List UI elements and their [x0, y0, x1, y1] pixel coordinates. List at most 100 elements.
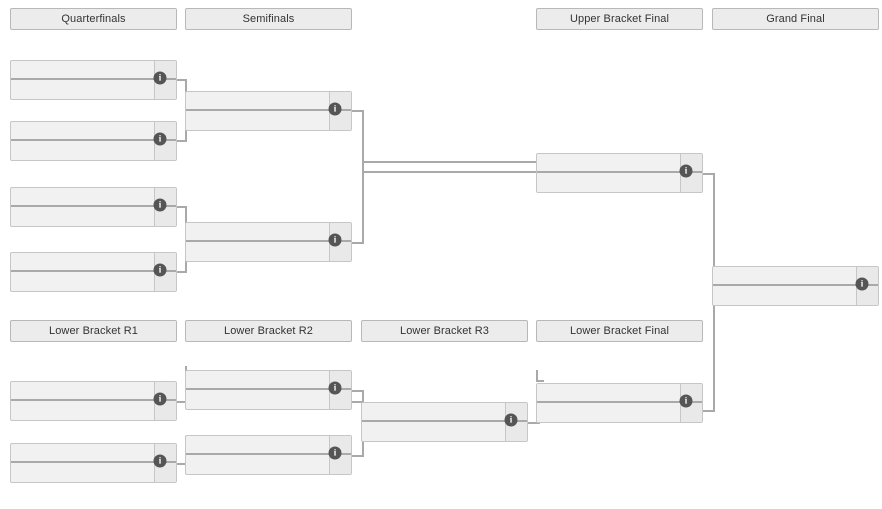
- match-row-top[interactable]: i: [186, 371, 351, 395]
- connector-lr2b-out: [352, 455, 364, 457]
- info-icon[interactable]: i: [855, 277, 869, 291]
- match-upper-sf-2[interactable]: i: [185, 222, 352, 262]
- connector-sf1-drop: [362, 110, 364, 173]
- match-row-bottom[interactable]: [713, 286, 878, 305]
- connector-lr3-out: [528, 422, 540, 424]
- round-header-label: Semifinals: [242, 13, 295, 25]
- match-row-top[interactable]: i: [537, 154, 702, 178]
- match-lower-r2-2[interactable]: i: [185, 435, 352, 475]
- competitor-score: [329, 390, 351, 409]
- match-row-bottom[interactable]: [186, 242, 351, 261]
- competitor-score: [680, 173, 702, 192]
- competitor-score: [154, 207, 176, 226]
- round-header-label: Lower Bracket R2: [223, 325, 314, 337]
- info-icon[interactable]: i: [504, 413, 518, 427]
- competitor-score: [856, 286, 878, 305]
- competitor-score: [680, 403, 702, 422]
- match-row-bottom[interactable]: [11, 207, 176, 226]
- round-header-lower-bracket-r1[interactable]: Lower Bracket R1: [10, 320, 177, 342]
- info-icon[interactable]: i: [153, 454, 167, 468]
- match-row-bottom[interactable]: [11, 80, 176, 99]
- match-row-top[interactable]: i: [11, 188, 176, 212]
- match-row-top[interactable]: i: [186, 436, 351, 460]
- round-header-grand-final[interactable]: Grand Final: [712, 8, 879, 30]
- match-row-top[interactable]: i: [11, 122, 176, 146]
- info-icon[interactable]: i: [153, 263, 167, 277]
- match-row-top[interactable]: i: [11, 253, 176, 277]
- round-header-lower-bracket-final[interactable]: Lower Bracket Final: [536, 320, 703, 342]
- connector-lbf-feed-in: [536, 380, 544, 382]
- info-icon[interactable]: i: [153, 198, 167, 212]
- match-row-bottom[interactable]: [362, 422, 527, 441]
- match-grand-final[interactable]: i: [712, 266, 879, 306]
- match-row-top[interactable]: i: [186, 92, 351, 116]
- match-upper-sf-1[interactable]: i: [185, 91, 352, 131]
- match-lower-r1-1[interactable]: i: [10, 381, 177, 421]
- connector-lbf-feed-stub: [536, 370, 538, 382]
- info-icon[interactable]: i: [153, 392, 167, 406]
- info-icon[interactable]: i: [153, 132, 167, 146]
- match-lower-r3-1[interactable]: i: [361, 402, 528, 442]
- competitor-score: [154, 272, 176, 291]
- connector-qf3-out: [177, 206, 187, 208]
- match-row-bottom[interactable]: [186, 455, 351, 474]
- connector-lr2a-out: [352, 390, 364, 392]
- match-row-bottom[interactable]: [11, 272, 176, 291]
- round-header-label: Lower Bracket R3: [399, 325, 490, 337]
- connector-ubf-out: [703, 173, 715, 175]
- info-icon[interactable]: i: [153, 71, 167, 85]
- round-header-label: Grand Final: [766, 13, 825, 25]
- info-icon[interactable]: i: [679, 394, 693, 408]
- round-header-lower-bracket-r2[interactable]: Lower Bracket R2: [185, 320, 352, 342]
- competitor-score: [329, 455, 351, 474]
- connector-ubf-drop: [713, 173, 715, 278]
- info-icon[interactable]: i: [328, 446, 342, 460]
- match-row-bottom[interactable]: [11, 401, 176, 420]
- connector-sf2-rise: [362, 161, 364, 244]
- connector-lr1b-out: [177, 463, 189, 465]
- competitor-score: [154, 80, 176, 99]
- competitor-score: [329, 242, 351, 261]
- match-row-bottom[interactable]: [186, 390, 351, 409]
- match-row-bottom[interactable]: [537, 403, 702, 422]
- connector-sf2-to-ubf: [362, 161, 538, 163]
- match-row-top[interactable]: i: [713, 267, 878, 291]
- info-icon[interactable]: i: [679, 164, 693, 178]
- match-upper-bracket-final[interactable]: i: [536, 153, 703, 193]
- connector-sf1-to-ubf: [362, 171, 538, 173]
- round-header-label: Quarterfinals: [61, 13, 126, 25]
- match-row-top[interactable]: i: [11, 61, 176, 85]
- match-row-bottom[interactable]: [11, 463, 176, 482]
- match-row-bottom[interactable]: [11, 141, 176, 160]
- connector-lbf-rise: [713, 296, 715, 412]
- match-upper-qf-4[interactable]: i: [10, 252, 177, 292]
- match-row-top[interactable]: i: [537, 384, 702, 408]
- round-header-semifinals[interactable]: Semifinals: [185, 8, 352, 30]
- match-row-top[interactable]: i: [11, 382, 176, 406]
- connector-qf1-out: [177, 79, 187, 81]
- round-header-quarterfinals[interactable]: Quarterfinals: [10, 8, 177, 30]
- round-header-upper-bracket-final[interactable]: Upper Bracket Final: [536, 8, 703, 30]
- round-header-label: Lower Bracket R1: [48, 325, 139, 337]
- match-lower-bracket-final[interactable]: i: [536, 383, 703, 423]
- match-row-top[interactable]: i: [362, 403, 527, 427]
- round-header-label: Lower Bracket Final: [569, 325, 670, 337]
- match-row-bottom[interactable]: [186, 111, 351, 130]
- match-lower-r1-2[interactable]: i: [10, 443, 177, 483]
- match-row-top[interactable]: i: [11, 444, 176, 468]
- round-header-lower-bracket-r3[interactable]: Lower Bracket R3: [361, 320, 528, 342]
- match-upper-qf-2[interactable]: i: [10, 121, 177, 161]
- match-row-bottom[interactable]: [537, 173, 702, 192]
- match-upper-qf-3[interactable]: i: [10, 187, 177, 227]
- connector-qf4-out: [177, 271, 187, 273]
- match-upper-qf-1[interactable]: i: [10, 60, 177, 100]
- info-icon[interactable]: i: [328, 381, 342, 395]
- match-lower-r2-1[interactable]: i: [185, 370, 352, 410]
- competitor-score: [505, 422, 527, 441]
- info-icon[interactable]: i: [328, 233, 342, 247]
- competitor-score: [154, 141, 176, 160]
- competitor-score: [329, 111, 351, 130]
- match-row-top[interactable]: i: [186, 223, 351, 247]
- info-icon[interactable]: i: [328, 102, 342, 116]
